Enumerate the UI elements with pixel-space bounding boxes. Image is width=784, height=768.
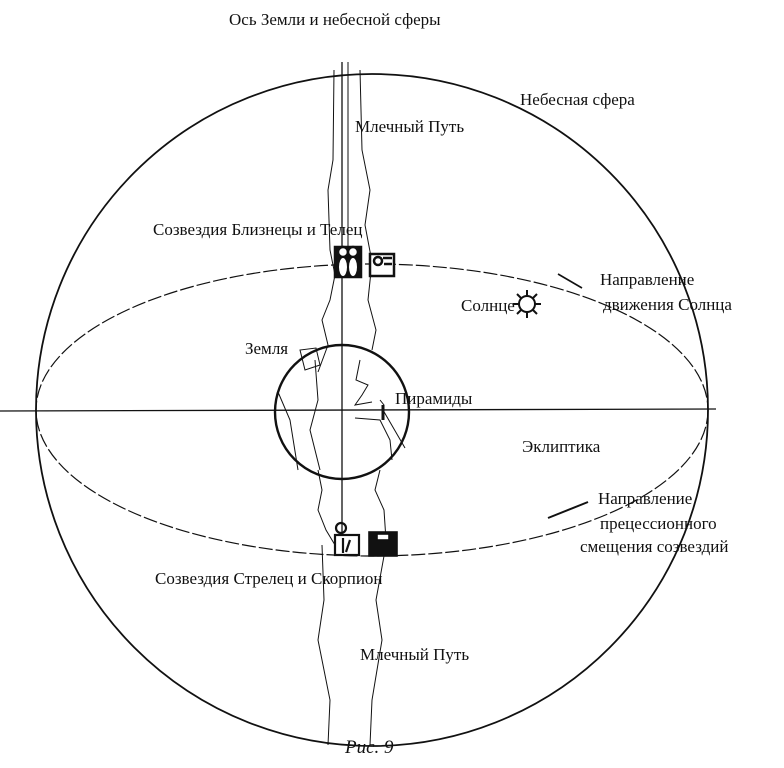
- continents: [277, 347, 393, 471]
- precession-label-2: прецессионного: [600, 514, 717, 533]
- sun-icon: [513, 290, 541, 318]
- equator-line: [0, 408, 717, 412]
- sun-direction-arrow: [557, 273, 583, 289]
- precession-arrow: [547, 501, 589, 519]
- gemini-icon: [333, 245, 363, 279]
- sun-direction-label-1: Направление: [600, 270, 695, 289]
- scorpio-icon: [368, 531, 398, 557]
- gemini-taurus-label: Созвездия Близнецы и Телец: [153, 220, 363, 239]
- sagittarius-icon: [333, 521, 361, 557]
- diagram-title: Ось Земли и небесной сферы: [229, 10, 441, 29]
- sun-label: Солнце: [461, 296, 515, 315]
- sun-direction-label-2: движения Солнца: [603, 295, 732, 314]
- earth-label: Земля: [245, 339, 289, 358]
- milky-way-left-edge: [317, 69, 336, 746]
- milky-way-bottom-label: Млечный Путь: [360, 645, 470, 664]
- milky-way-right-edge: [359, 69, 387, 746]
- precession-label-3: смещения созвездий: [580, 537, 729, 556]
- figure-caption: Рис. 9: [345, 737, 394, 758]
- ecliptic-label: Эклиптика: [522, 437, 601, 456]
- pyramids-pointer: [382, 409, 406, 449]
- celestial-sphere-label: Небесная сфера: [520, 90, 635, 109]
- pyramids-label: Пирамиды: [395, 389, 473, 408]
- earth-circle: [273, 343, 411, 481]
- precession-label-1: Направление: [598, 489, 693, 508]
- milky-way-top-label: Млечный Путь: [355, 117, 465, 136]
- taurus-icon: [368, 252, 396, 278]
- sagittarius-scorpio-label: Созвездия Стрелец и Скорпион: [155, 569, 383, 588]
